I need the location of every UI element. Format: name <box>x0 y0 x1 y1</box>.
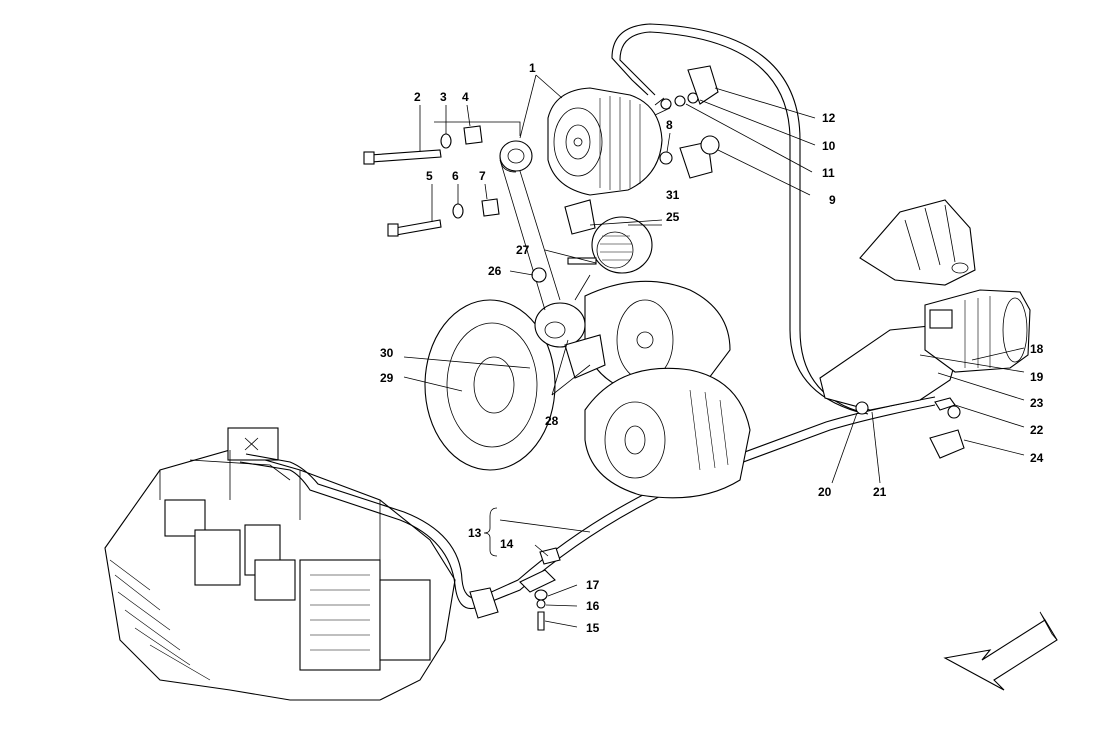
engine-electrical-box <box>104 427 456 701</box>
callout-3: 3 <box>440 90 447 104</box>
alternator <box>499 87 671 196</box>
callout-16: 16 <box>586 599 600 613</box>
callout-15: 15 <box>586 621 600 635</box>
belt-tensioner <box>531 199 653 283</box>
callout-28: 28 <box>545 414 559 428</box>
callout-13: 13 <box>468 526 482 540</box>
callout-1: 1 <box>529 61 536 75</box>
callout-4: 4 <box>462 90 469 104</box>
callout-20: 20 <box>818 485 832 499</box>
direction-arrow <box>943 611 1058 691</box>
engine-pulleys <box>424 154 751 499</box>
callout-25: 25 <box>666 210 680 224</box>
callout-31: 31 <box>666 188 680 202</box>
callout-24: 24 <box>1030 451 1044 465</box>
callout-11: 11 <box>822 166 835 180</box>
callout-labels: 1 2 3 4 5 6 7 8 9 10 11 12 13 14 15 16 1… <box>380 61 1044 635</box>
callout-10: 10 <box>822 139 836 153</box>
callout-12: 12 <box>822 111 836 125</box>
callout-8: 8 <box>666 118 673 132</box>
callout-30: 30 <box>380 346 394 360</box>
callout-29: 29 <box>380 371 394 385</box>
callout-5: 5 <box>426 169 433 183</box>
callout-17: 17 <box>586 578 600 592</box>
callout-2: 2 <box>414 90 421 104</box>
leader-lines <box>403 74 1025 628</box>
cable-clip <box>519 547 561 631</box>
callout-19: 19 <box>1030 370 1044 384</box>
callout-7: 7 <box>479 169 486 183</box>
callout-27: 27 <box>516 243 530 257</box>
starter-motor <box>819 199 1031 459</box>
bolts-and-washers <box>363 65 720 237</box>
battery-cable <box>239 23 936 619</box>
callout-21: 21 <box>873 485 887 499</box>
callout-23: 23 <box>1030 396 1044 410</box>
callout-18: 18 <box>1030 342 1044 356</box>
callout-22: 22 <box>1030 423 1044 437</box>
callout-6: 6 <box>452 169 459 183</box>
callout-9: 9 <box>829 193 836 207</box>
callout-14: 14 <box>500 537 514 551</box>
callout-26: 26 <box>488 264 502 278</box>
